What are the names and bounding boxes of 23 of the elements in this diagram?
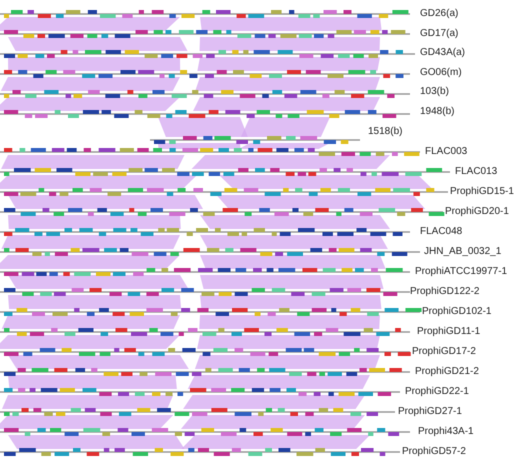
genome-label: 103(b) <box>420 86 449 98</box>
genome-label: ProphiGD15-1 <box>450 186 514 198</box>
genome-label: GD26(a) <box>420 8 458 20</box>
genome-label: ProphiGD11-1 <box>417 326 480 338</box>
genome-label: ProphiGD17-2 <box>412 346 476 358</box>
genome-label: JHN_AB_0032_1 <box>424 246 502 258</box>
genome-label: GD17(a) <box>420 28 458 40</box>
genome-label: ProphiGD20-1 <box>445 206 509 218</box>
genome-label: GD43A(a) <box>420 47 466 59</box>
genome-label: ProphiGD22-1 <box>405 386 469 398</box>
genome-label: Prophi43A-1 <box>418 426 474 438</box>
genome-label: FLAC003 <box>425 146 468 158</box>
genome-label: ProphiGD122-2 <box>410 286 480 298</box>
genome-label: ProphiGD102-1 <box>422 306 492 318</box>
genome-label: ProphiATCC19977-1 <box>415 266 508 278</box>
genome-label: ProphiGD27-1 <box>398 406 462 418</box>
genome-label: FLAC048 <box>420 226 462 238</box>
genome-label: GO06(m) <box>420 67 462 79</box>
genome-label: FLAC013 <box>455 166 498 178</box>
genome-label: ProphiGD21-2 <box>415 366 479 378</box>
genome-label: 1948(b) <box>420 106 454 118</box>
genome-label: 1518(b) <box>368 126 402 138</box>
genome-label: ProphiGD57-2 <box>402 446 466 458</box>
